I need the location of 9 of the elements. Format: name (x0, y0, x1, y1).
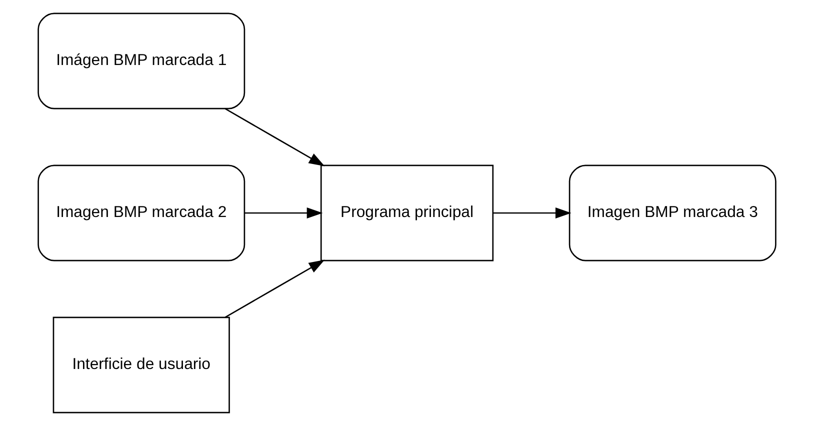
node-box: Imagen BMP marcada 2 (38, 164, 246, 262)
arrow (244, 207, 323, 219)
arrow (492, 207, 572, 219)
arrow (224, 108, 325, 166)
arrow (224, 260, 325, 318)
node-box: Imágen BMP marcada 1 (38, 12, 246, 110)
node-box: Interficie de usuario (52, 316, 230, 414)
node-box: Programa principal (320, 164, 494, 262)
node-box: Imagen BMP marcada 3 (568, 164, 776, 262)
